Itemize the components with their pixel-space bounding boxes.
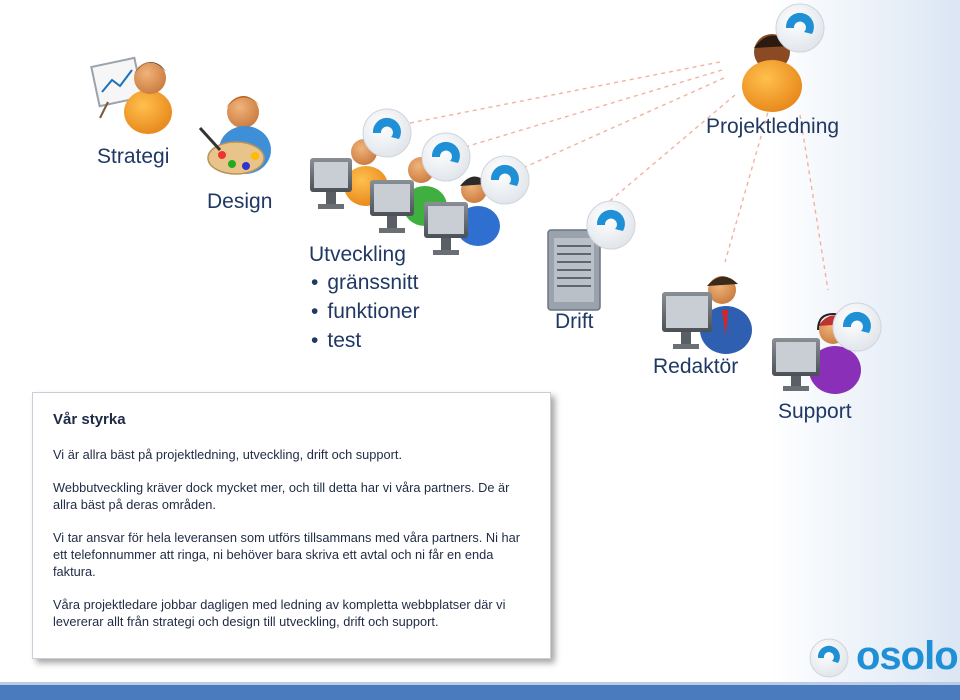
role-label-strategi: Strategi (97, 145, 170, 168)
list-item: test (307, 326, 420, 355)
panel-title: Vår styrka (53, 411, 126, 428)
strength-panel: Vår styrka Vi är allra bäst på projektle… (32, 392, 551, 659)
bottom-bar (0, 685, 960, 700)
editor-icon (662, 276, 752, 354)
role-label-utveckling: Utveckling (309, 243, 406, 266)
utveckling-list: gränssnitt funktioner test (307, 268, 420, 355)
server-icon (547, 229, 601, 311)
osolo-logo-text: osolo (856, 634, 959, 678)
list-item: funktioner (307, 297, 419, 326)
list-item: gränssnitt (307, 268, 420, 297)
panel-paragraph-1: Vi är allra bäst på projektledning, utve… (53, 447, 403, 462)
panel-paragraph-3: Vi tar ansvar för hela leveransen som ut… (53, 530, 521, 579)
developer-group-icon (310, 139, 500, 255)
role-label-design: Design (207, 190, 273, 213)
designer-icon (198, 96, 271, 175)
panel-paragraph-2: Webbutveckling kräver dock mycket mer, o… (53, 480, 510, 512)
osolo-logo-icon (809, 638, 849, 678)
connector-lines (399, 61, 829, 291)
role-label-projektledning: Projektledning (706, 115, 840, 138)
bottom-accent-line (0, 682, 960, 686)
role-label-drift: Drift (555, 310, 594, 333)
role-label-redaktor: Redaktör (653, 355, 739, 378)
role-label-support: Support (778, 400, 852, 423)
osolo-badge-icons (362, 3, 882, 352)
strategist-icon (90, 56, 172, 134)
panel-paragraph-4: Våra projektledare jobbar dagligen med l… (53, 597, 506, 629)
